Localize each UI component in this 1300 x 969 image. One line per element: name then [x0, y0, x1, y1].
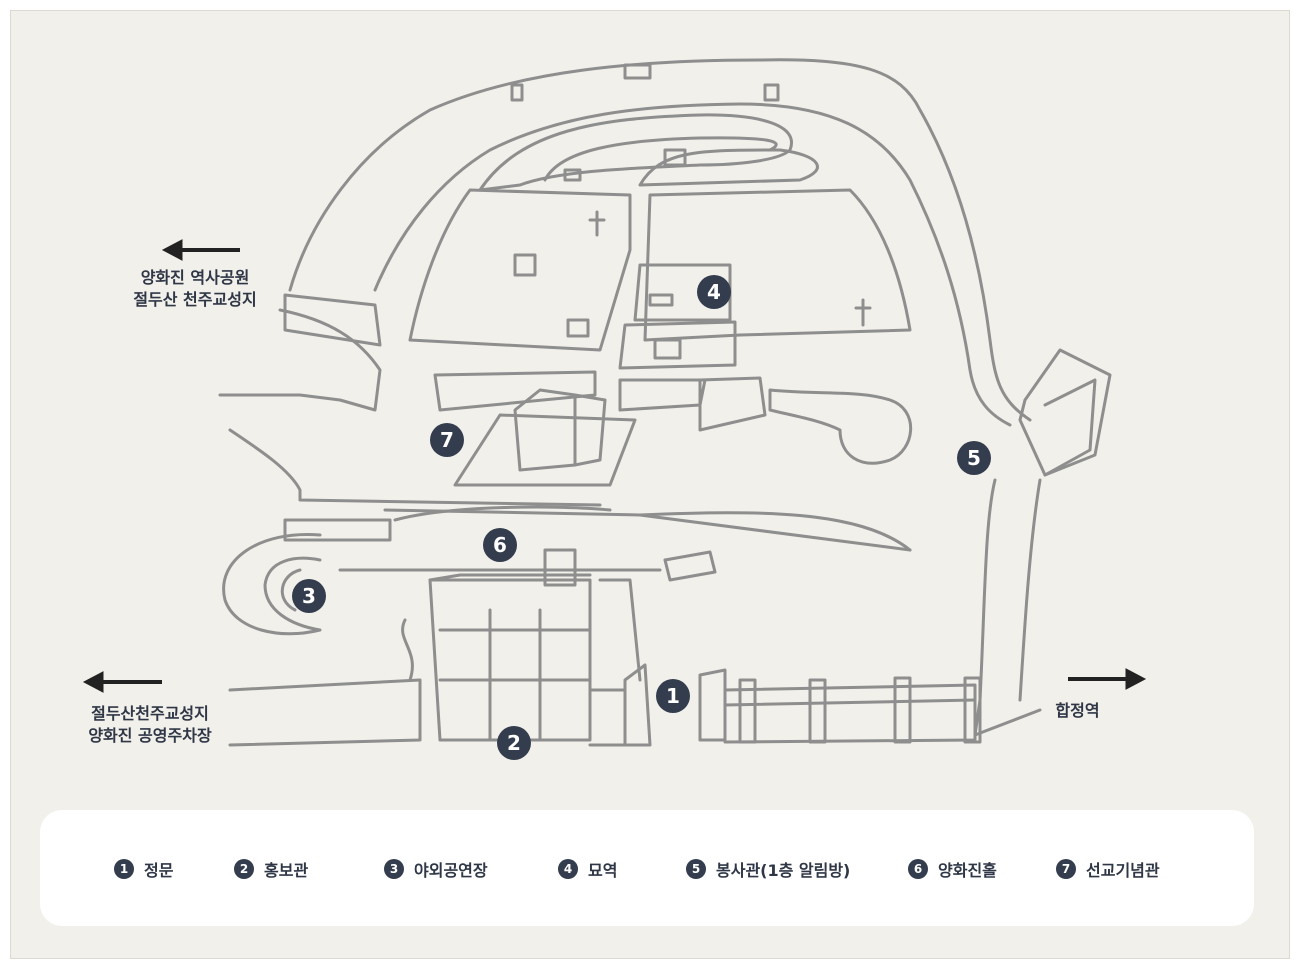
fence-post-4 [963, 676, 982, 744]
marker-outdoor-stage[interactable]: 3 [292, 579, 326, 613]
gate-passage-left [588, 688, 627, 747]
cemetery-plot-lower [618, 320, 737, 370]
marker-welcome-center[interactable]: 2 [497, 726, 531, 760]
west-road [218, 308, 382, 412]
marker-cemetery[interactable]: 4 [697, 275, 731, 309]
welcome-center [428, 578, 592, 742]
east-path [973, 478, 1042, 737]
gate-side-line [598, 578, 642, 682]
legend-num: 2 [234, 859, 254, 879]
small-building [698, 376, 767, 432]
memorial-hall-base [453, 413, 637, 487]
parked-vehicle [663, 550, 717, 582]
direction-top-left-line2: 절두산 천주교성지 [133, 290, 257, 309]
direction-label-bottom-left: 절두산천주교성지 양화진 공영주차장 [70, 703, 230, 747]
fence-post-3 [893, 676, 912, 744]
inner-loop-path [478, 113, 793, 192]
legend-label: 묘역 [588, 861, 618, 880]
service-center [1018, 348, 1112, 477]
legend-num: 6 [908, 859, 928, 879]
legend-label: 야외공연장 [414, 861, 488, 880]
marker-service-center[interactable]: 5 [957, 441, 991, 475]
marker-yanghwajin-hall[interactable]: 6 [483, 528, 517, 562]
legend-num: 4 [558, 859, 578, 879]
small-grave-2 [623, 63, 652, 80]
fence-rail [723, 698, 977, 707]
legend-item-welcome-center: 2 홍보관 [234, 857, 308, 881]
legend-label: 봉사관(1층 알림방) [716, 861, 851, 880]
gravestone-1 [510, 83, 524, 102]
legend-num: 3 [384, 859, 404, 879]
legend-num: 5 [686, 859, 706, 879]
gravestone-4 [513, 253, 537, 277]
gravestone-6 [653, 338, 682, 360]
bottom-left-road [228, 678, 422, 747]
legend-label: 정문 [144, 861, 174, 880]
cemetery-plot-middle [633, 263, 732, 322]
legend-label: 선교기념관 [1086, 861, 1160, 880]
memorial-hall-side [573, 393, 607, 467]
outdoor-stage [222, 532, 322, 636]
gravestone-2 [763, 83, 780, 102]
marker-memorial-hall[interactable]: 7 [430, 423, 464, 457]
cross-1 [588, 210, 606, 237]
outer-path-inner [373, 102, 1012, 427]
bottom-left-inlet [401, 618, 414, 682]
gate-left-post [623, 663, 652, 747]
cemetery-plot-right-top [643, 188, 912, 342]
legend-item-service-center: 5 봉사관(1층 알림방) [686, 857, 850, 881]
legend-num: 1 [114, 859, 134, 879]
fence-base [723, 683, 977, 744]
marker-main-gate[interactable]: 1 [656, 679, 690, 713]
gravestone-5 [648, 293, 674, 307]
gate-right-post [698, 668, 727, 742]
legend-item-outdoor-stage: 3 야외공연장 [384, 857, 488, 881]
direction-label-right: 합정역 [1040, 700, 1115, 722]
outer-path [288, 58, 1032, 422]
direction-label-top-left: 양화진 역사공원 절두산 천주교성지 [115, 267, 275, 311]
legend-item-main-gate: 1 정문 [114, 857, 173, 881]
welcome-center-roof [428, 573, 592, 582]
legend-item-cemetery: 4 묘역 [558, 857, 617, 881]
east-path-2 [1018, 478, 1042, 702]
outdoor-stage-inner [280, 568, 302, 612]
stone-wall-museum [433, 370, 597, 412]
small-grave-1 [563, 168, 582, 182]
stone-wall-curve [768, 388, 913, 465]
direction-bottom-left-line2: 양화진 공영주차장 [88, 726, 212, 745]
service-center-front [1043, 378, 1097, 477]
legend-item-memorial-hall: 7 선교기념관 [1056, 857, 1160, 881]
stone-wall-east [618, 378, 707, 412]
cross-2 [854, 298, 872, 327]
stone-wall-left [283, 518, 392, 542]
fence-post-1 [738, 678, 757, 744]
memorial-hall-body [513, 388, 577, 472]
direction-top-left-line1: 양화진 역사공원 [140, 268, 250, 287]
cemetery-plot-left [408, 188, 632, 352]
west-road-2 [228, 428, 602, 507]
direction-right-line1: 합정역 [1055, 701, 1100, 720]
stone-wall-upper [283, 293, 382, 347]
central-road-2 [638, 511, 912, 552]
legend-label: 양화진홀 [938, 861, 997, 880]
legend-item-yanghwajin-hall: 6 양화진홀 [908, 857, 997, 881]
arrow-west-bottom-head [82, 671, 104, 693]
gravestone-7 [566, 318, 590, 338]
gravestone-3 [663, 148, 687, 167]
arrow-east-head [1125, 668, 1147, 690]
arrow-west-top-head [161, 239, 183, 261]
cemetery-plot-top-right [638, 148, 819, 187]
direction-bottom-left-line1: 절두산천주교성지 [91, 704, 209, 723]
map-legend: 1 정문 2 홍보관 3 야외공연장 4 묘역 5 봉사관(1층 알림방) 6 … [40, 810, 1254, 926]
inner-loop-path-2 [543, 136, 778, 182]
fence-post-2 [808, 678, 827, 744]
hedge [393, 505, 612, 522]
legend-label: 홍보관 [264, 861, 309, 880]
welcome-center-tower [543, 548, 577, 587]
legend-num: 7 [1056, 859, 1076, 879]
